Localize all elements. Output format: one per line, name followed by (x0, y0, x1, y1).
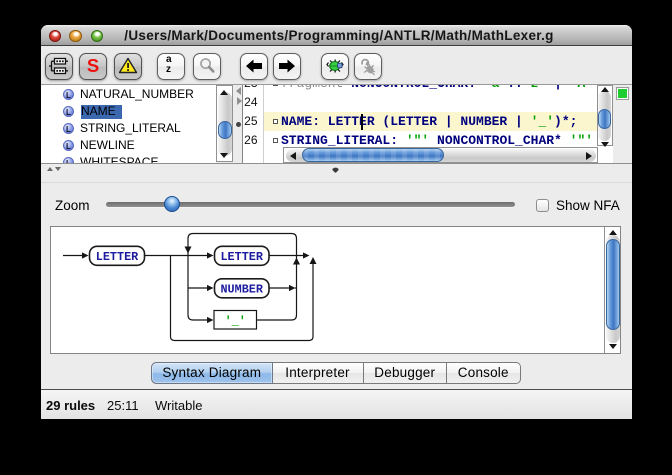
svg-text:LETTER: LETTER (96, 250, 139, 264)
svg-text:LETTER: LETTER (220, 250, 263, 264)
svg-text:'_': '_' (225, 315, 246, 329)
svg-text:NUMBER: NUMBER (220, 283, 263, 297)
